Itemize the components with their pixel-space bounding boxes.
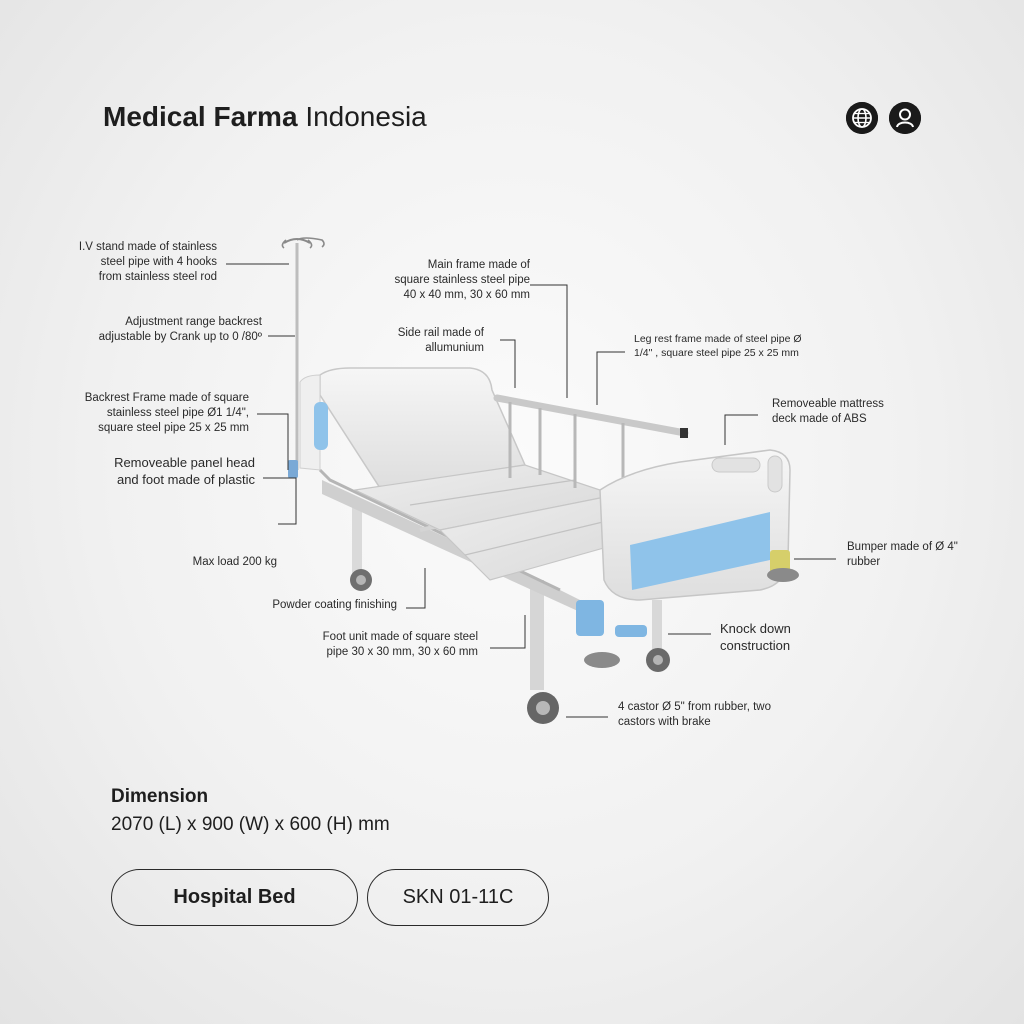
annotation-castor: 4 castor Ø 5" from rubber, two castors w…: [618, 701, 772, 728]
brand-title: Medical Farma Indonesia: [103, 100, 427, 134]
leader-lines: [226, 263, 836, 718]
annotation-max-load: Max load 200 kg: [192, 556, 277, 568]
user-icon[interactable]: [889, 102, 921, 134]
annotation-main-frame: Main frame made of square stainless stee…: [394, 259, 530, 301]
backrest: [299, 367, 527, 489]
crank: [584, 568, 799, 668]
annotation-panel-head-foot: Removeable panel head and foot made of p…: [114, 455, 255, 487]
annotation-backrest-range: Adjustment range backrest adjustable by …: [98, 316, 262, 343]
dimension-title: Dimension: [111, 786, 209, 807]
annotation-knock-down: Knock down construction: [720, 621, 791, 653]
header-icons: [846, 102, 921, 134]
annotation-mattress-deck: Removeable mattress deck made of ABS: [772, 398, 884, 425]
brand-name-bold: Medical Farma: [103, 101, 298, 132]
dimension-value: 2070 (L) x 900 (W) x 600 (H) mm: [111, 814, 390, 835]
model-number-tag[interactable]: SKN 01-11C: [367, 869, 549, 926]
brand-name-regular: Indonesia: [305, 101, 427, 132]
globe-icon[interactable]: [846, 102, 878, 134]
annotation-leg-rest: Leg rest frame made of steel pipe Ø 1/4"…: [634, 333, 802, 359]
iv-stand: [281, 237, 325, 478]
annotation-bumper: Bumper made of Ø 4" rubber: [847, 541, 958, 568]
annotation-backrest-frame: Backrest Frame made of square stainless …: [84, 392, 249, 434]
product-name-tag[interactable]: Hospital Bed: [111, 869, 358, 926]
annotation-side-rail: Side rail made of allumunium: [397, 327, 484, 354]
foot-board: [576, 449, 791, 636]
castors: [350, 569, 670, 724]
annotation-iv-stand: I.V stand made of stainless steel pipe w…: [78, 241, 217, 283]
annotation-foot-unit: Foot unit made of square steel pipe 30 x…: [322, 631, 478, 658]
annotation-powder-coating: Powder coating finishing: [272, 599, 397, 611]
